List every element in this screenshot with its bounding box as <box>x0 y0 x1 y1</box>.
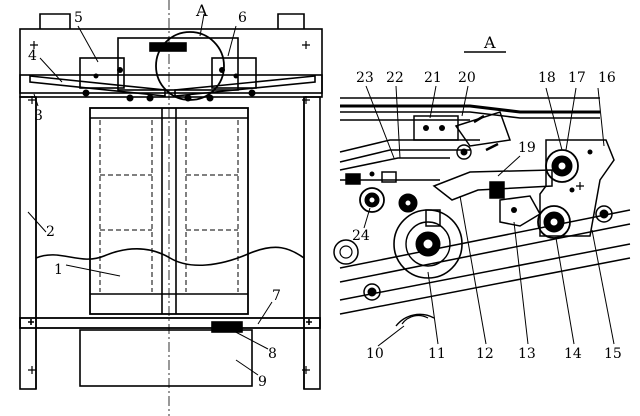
callout-4: 4 <box>28 48 37 64</box>
detail-rollers <box>333 125 613 327</box>
right-handle <box>277 13 305 29</box>
right-column <box>303 96 321 390</box>
upper-clamp-beam <box>19 74 323 94</box>
roller-17 <box>545 149 579 183</box>
callout-15: 15 <box>604 346 622 362</box>
callout-6: 6 <box>238 10 247 26</box>
callout-12: 12 <box>476 346 494 362</box>
tilted-beam-left <box>29 75 166 97</box>
lower-clamp-beam <box>19 317 321 329</box>
roller-11 <box>393 209 463 279</box>
left-front-view <box>19 0 323 416</box>
bracket-13 <box>499 195 542 227</box>
callout-24: 24 <box>352 228 370 244</box>
callout-20: 20 <box>458 70 476 86</box>
callout-19: 19 <box>518 140 536 156</box>
roller-edge-left <box>333 239 359 265</box>
callout-2: 2 <box>46 224 55 240</box>
callout-5: 5 <box>74 10 83 26</box>
detail-A-view <box>339 97 631 315</box>
callout-14: 14 <box>564 346 582 362</box>
label-A-marker: A <box>195 1 208 20</box>
callout-1: 1 <box>54 262 63 278</box>
component-8 <box>211 321 243 333</box>
callout-13: 13 <box>518 346 536 362</box>
detail-title: A <box>483 33 496 52</box>
callout-10: 10 <box>366 346 384 362</box>
callout-7: 7 <box>272 288 281 304</box>
callout-17: 17 <box>568 70 586 86</box>
top-yoke-plate <box>19 28 323 98</box>
roller-24 <box>359 187 385 213</box>
break-line <box>35 246 305 267</box>
callout-9: 9 <box>258 374 267 390</box>
callout-22: 22 <box>386 70 404 86</box>
base-housing <box>79 329 253 387</box>
detail-view-labels: 23 22 21 20 18 17 16 19 24 10 11 12 13 1… <box>352 70 622 362</box>
diagonal-rail <box>339 209 631 269</box>
left-column <box>19 96 37 390</box>
callout-8: 8 <box>268 346 277 362</box>
left-handle <box>39 13 71 29</box>
right-lever-plate <box>211 57 257 89</box>
callout-18: 18 <box>538 70 556 86</box>
right-housing-plate <box>539 139 615 237</box>
lever-12 <box>432 169 553 201</box>
callout-16: 16 <box>598 70 616 86</box>
roller-14 <box>537 205 571 239</box>
callout-23: 23 <box>356 70 374 86</box>
callout-11: 11 <box>428 346 446 362</box>
callout-21: 21 <box>424 70 442 86</box>
left-lever-plate <box>79 57 125 89</box>
left-view-labels: A 5 6 4 3 2 1 7 8 9 <box>28 1 281 390</box>
upper-bar-dark <box>340 104 600 114</box>
roller-10-arc <box>395 313 435 327</box>
callout-3: 3 <box>34 108 43 124</box>
